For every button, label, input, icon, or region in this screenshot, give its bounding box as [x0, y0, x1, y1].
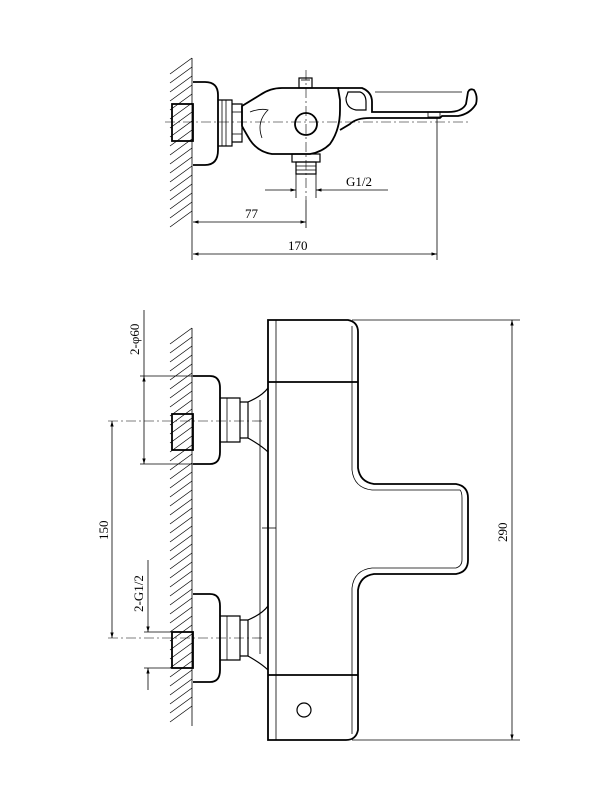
- hatch-line: [169, 561, 193, 579]
- hatch-line: [169, 381, 193, 399]
- wall-flange-side: [171, 81, 219, 166]
- hatch-line: [169, 57, 193, 75]
- hatch-line: [169, 597, 193, 615]
- hatch-line: [169, 120, 193, 138]
- spout-side: [338, 87, 478, 131]
- dim-spacing-label: 150: [96, 521, 111, 541]
- mixer-body-side: [241, 77, 341, 175]
- dimension-170: 170: [191, 118, 438, 260]
- hatch-line: [169, 462, 193, 480]
- hatch-line: [169, 372, 193, 390]
- side-view: G1/2 77 170: [165, 57, 478, 260]
- hatch-line: [169, 678, 193, 696]
- hatch-line: [169, 606, 193, 624]
- hatch-line: [169, 102, 193, 120]
- upper-inlet: [171, 375, 249, 465]
- hatch-line: [169, 345, 193, 363]
- hatch-line: [169, 354, 193, 372]
- hatch-line: [169, 174, 193, 192]
- mixer-body-front: [259, 319, 469, 741]
- hatch-line: [169, 75, 193, 93]
- hatch-line: [169, 615, 193, 633]
- dim-height-label: 290: [495, 523, 510, 543]
- hatch-line: [169, 642, 193, 660]
- hatch-line: [169, 192, 193, 210]
- hatch-line: [169, 183, 193, 201]
- dimension-77: 77: [193, 200, 307, 228]
- wall-section-bottom: [169, 327, 193, 726]
- hatch-line: [169, 471, 193, 489]
- dimension-150: 150: [96, 421, 114, 638]
- hatch-line: [169, 570, 193, 588]
- dim-overall-label: 170: [288, 238, 308, 253]
- hatch-line: [169, 93, 193, 111]
- hatch-line: [169, 633, 193, 651]
- dim-flange-label: 2-φ60: [127, 324, 142, 355]
- hatch-line: [169, 390, 193, 408]
- hatch-line: [169, 408, 193, 426]
- hatch-line: [169, 651, 193, 669]
- hatch-line: [169, 588, 193, 606]
- front-view: 2-φ60 150 2-G1/2 290: [96, 310, 520, 741]
- hatch-line: [169, 498, 193, 516]
- wall-section-top: [169, 57, 193, 228]
- hatch-line: [169, 525, 193, 543]
- hatch-line: [169, 165, 193, 183]
- dim-inlet-thread-label: 2-G1/2: [131, 575, 146, 612]
- hatch-line: [169, 147, 193, 165]
- hatch-line: [169, 480, 193, 498]
- hatch-line: [169, 444, 193, 462]
- hatch-line: [169, 129, 193, 147]
- hatch-line: [169, 336, 193, 354]
- hatch-line: [169, 552, 193, 570]
- hatch-line: [169, 516, 193, 534]
- dim-thread-label: G1/2: [346, 174, 372, 189]
- hatch-line: [169, 327, 193, 345]
- dimension-inlet-thread: 2-G1/2: [131, 560, 172, 690]
- dimension-290: 290: [352, 319, 520, 741]
- hatch-line: [169, 705, 193, 723]
- hatch-line: [169, 669, 193, 687]
- hatch-line: [169, 687, 193, 705]
- hatch-line: [169, 453, 193, 471]
- hatch-line: [169, 111, 193, 129]
- hatch-line: [169, 660, 193, 678]
- hatch-line: [169, 543, 193, 561]
- hatch-line: [169, 201, 193, 219]
- hatch-line: [169, 84, 193, 102]
- hatch-line: [169, 696, 193, 714]
- hatch-line: [169, 624, 193, 642]
- connector-nut-side: [218, 99, 243, 147]
- hatch-line: [169, 156, 193, 174]
- hatch-line: [169, 426, 193, 444]
- thread-dimension-side: G1/2: [265, 174, 388, 198]
- hatch-line: [169, 579, 193, 597]
- hatch-line: [169, 507, 193, 525]
- hatch-line: [169, 66, 193, 84]
- hatch-line: [169, 417, 193, 435]
- hatch-line: [169, 363, 193, 381]
- dimension-flange: 2-φ60: [127, 310, 193, 465]
- hatch-line: [169, 210, 193, 228]
- hatch-line: [169, 489, 193, 507]
- hatch-line: [169, 534, 193, 552]
- dim-spout-label: 77: [245, 206, 259, 221]
